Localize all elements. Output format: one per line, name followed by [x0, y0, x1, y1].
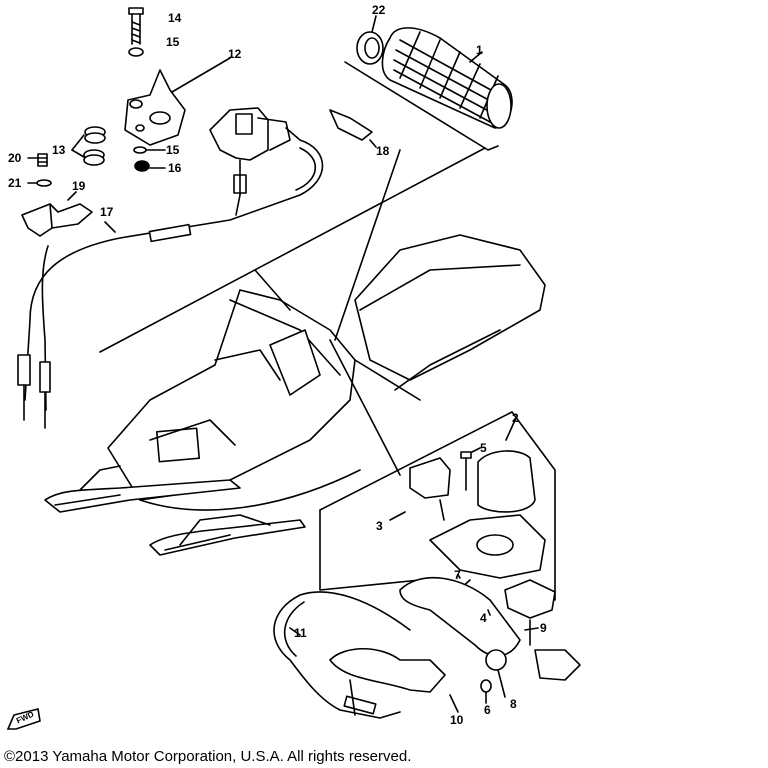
callout-19: 19 — [72, 179, 86, 193]
callout-10: 10 — [450, 713, 464, 727]
callout-16: 16 — [168, 161, 182, 175]
part-19-plate — [21, 191, 93, 237]
callout-8: 8 — [510, 697, 517, 711]
callout-12: 12 — [228, 47, 242, 61]
callout-5: 5 — [480, 441, 487, 455]
part-17-cable — [17, 139, 324, 429]
part-22-collar — [356, 15, 384, 65]
callout-14: 14 — [168, 11, 182, 25]
callout-13: 13 — [52, 143, 66, 157]
part-12-bracket — [124, 57, 231, 146]
part-14-bolt — [128, 7, 144, 45]
callout-1: 1 — [476, 43, 483, 57]
callout-9: 9 — [540, 621, 547, 635]
part-18-clip — [329, 109, 373, 141]
division-line-lower — [319, 411, 513, 511]
callout-11: 11 — [294, 626, 307, 640]
callout-18: 18 — [376, 144, 390, 158]
callout-6: 6 — [484, 703, 491, 717]
callout-20: 20 — [8, 151, 22, 165]
leader-throttle — [254, 269, 291, 311]
callout-21: 21 — [8, 176, 22, 190]
callout-4: 4 — [480, 611, 487, 625]
part-20-bolt — [27, 153, 48, 167]
part-15-washer-right — [133, 146, 147, 154]
callout-22: 22 — [372, 3, 386, 17]
part-21-washer — [27, 179, 52, 187]
callout-15-top: 15 — [166, 35, 180, 49]
part-13-grommets — [71, 126, 106, 166]
leader-control — [329, 339, 401, 476]
copyright-notice: ©2013 Yamaha Motor Corporation, U.S.A. A… — [4, 748, 412, 765]
callout-7: 7 — [454, 568, 461, 582]
division-line-upper — [99, 147, 486, 353]
brake-assembly — [273, 411, 581, 719]
throttle-assembly — [209, 107, 301, 216]
part-15-washer — [128, 47, 144, 57]
part-16-nut — [134, 160, 166, 172]
snowmobile — [44, 234, 546, 556]
fwd-arrow-icon — [6, 708, 41, 730]
callout-15-right: 15 — [166, 143, 180, 157]
callout-2: 2 — [512, 411, 519, 425]
callout-17: 17 — [100, 205, 114, 219]
grip-group-bracket — [344, 61, 499, 151]
leader-grip — [334, 149, 401, 341]
callout-3: 3 — [376, 519, 383, 533]
part-1-grip — [381, 27, 513, 129]
